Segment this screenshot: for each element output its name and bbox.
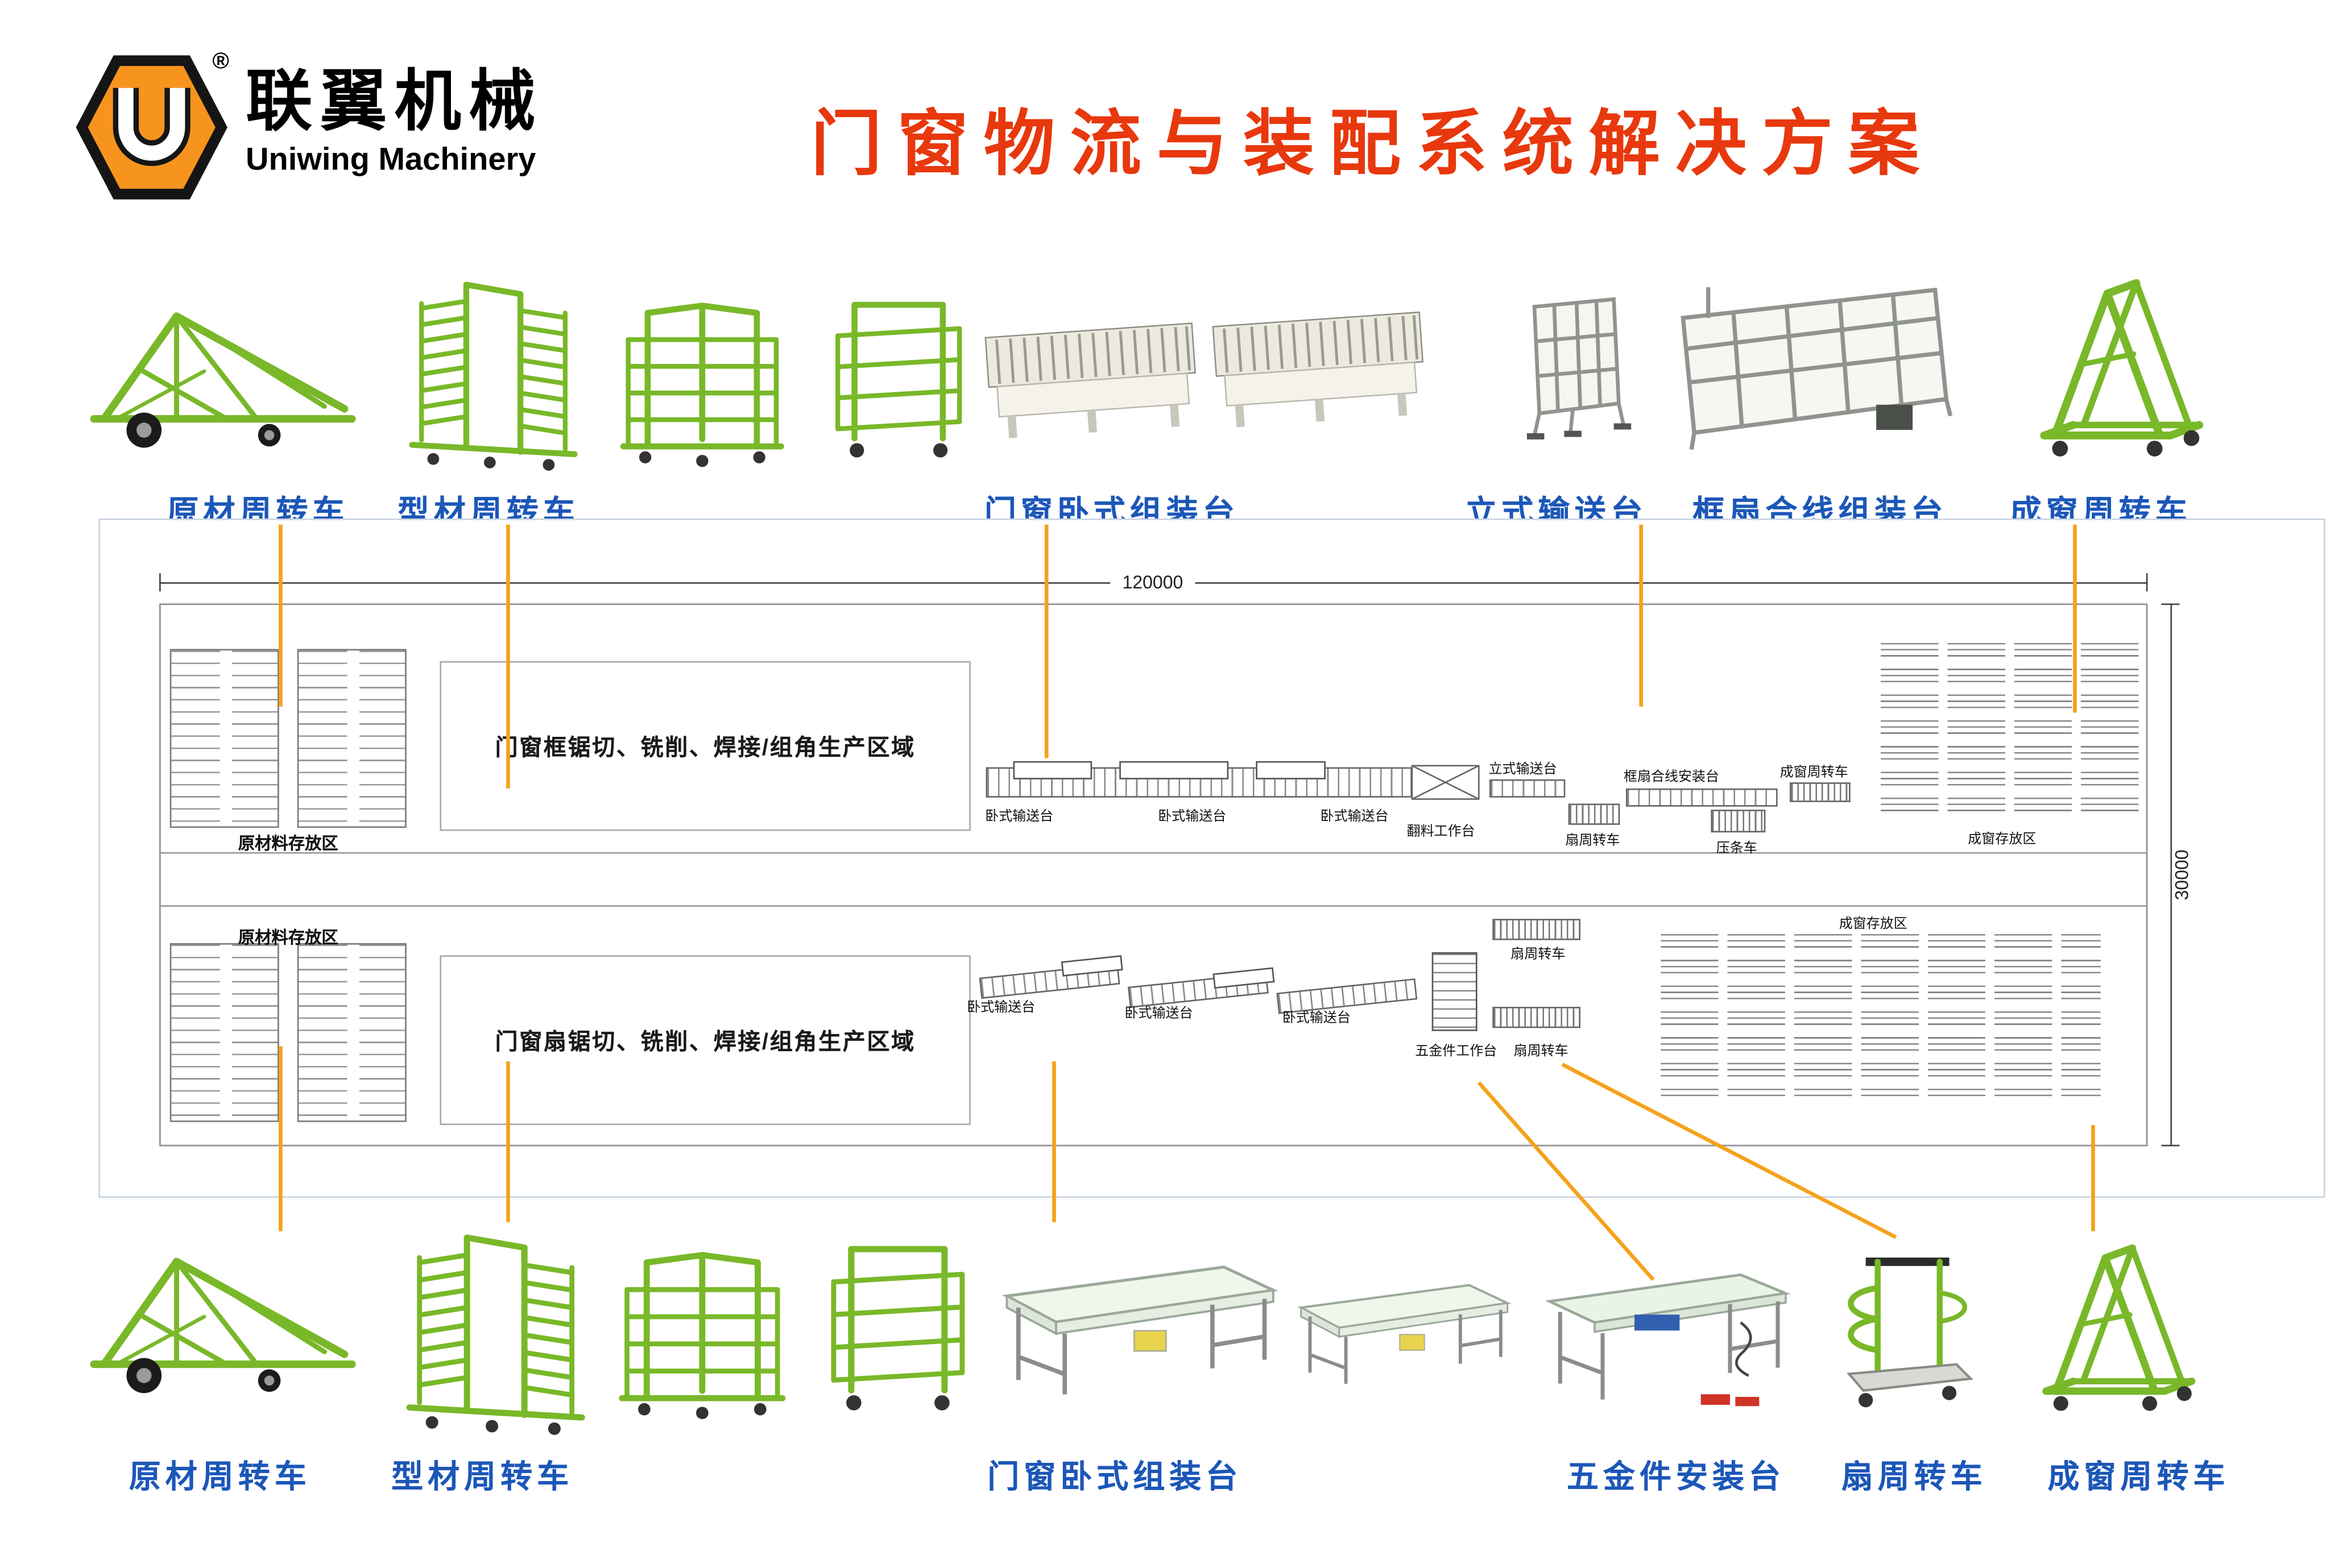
plan-label-sash-cart-bottom: 扇周转车 <box>1513 1043 1568 1059</box>
brand-name-cn: 联翼机械 <box>246 65 543 140</box>
bottom-profile-rack-variant-image <box>603 1241 801 1425</box>
top-profile-rack-variant-image <box>603 291 801 473</box>
bottom-label-hardware-install-bench: 五金件安装台 <box>1567 1460 1786 1495</box>
schematic-sash-cart <box>1568 803 1620 825</box>
schematic-vertical-conveyor <box>1489 779 1566 798</box>
finished-window-storage-grid-bottom <box>1661 934 2101 1098</box>
dimension-height-value: 30000 <box>2171 849 2193 901</box>
raw-storage-rack <box>297 649 407 828</box>
plan-label-conveyor: 卧式输送台 <box>1320 808 1389 824</box>
top-horizontal-assembly-table-image <box>983 288 1438 458</box>
plan-label-frame-sash-install: 框扇合线安装台 <box>1624 769 1720 784</box>
brand-name-en: Uniwing Machinery <box>246 143 536 179</box>
dimension-tick-left <box>159 573 161 592</box>
schematic-flip-worktable <box>1411 765 1480 800</box>
raw-storage-rack <box>169 649 279 828</box>
plan-label-sash-cart: 扇周转车 <box>1565 832 1620 848</box>
finished-window-storage-grid-top <box>1881 642 2139 822</box>
brand-logo-hexagon-u-icon <box>76 55 227 200</box>
bottom-sash-cart-image <box>1823 1241 1982 1420</box>
schematic-finished-window-cart <box>1790 782 1851 802</box>
bottom-hardware-install-bench-image <box>1535 1262 1800 1421</box>
schematic-sash-cart <box>1492 919 1581 940</box>
raw-storage-rack <box>297 943 407 1122</box>
schematic-bead-cart <box>1711 810 1766 833</box>
schematic-frame-on-conveyor <box>1013 761 1092 779</box>
dimension-tick-right <box>2146 573 2148 592</box>
dimension-tick-bottom <box>2161 1144 2180 1147</box>
top-profile-cart-image <box>382 273 602 473</box>
bottom-raw-material-cart-image <box>79 1236 367 1411</box>
bottom-label-sash-cart: 扇周转车 <box>1841 1460 1987 1495</box>
bottom-label-profile-cart: 型材周转车 <box>391 1460 574 1495</box>
plan-label-conveyor: 卧式输送台 <box>1124 1005 1193 1021</box>
raw-storage-label-bottom: 原材料存放区 <box>238 929 338 948</box>
schematic-sash-cart <box>1492 1006 1581 1028</box>
page-title: 门窗物流与装配系统解决方案 <box>810 103 1935 184</box>
raw-storage-label-top: 原材料存放区 <box>238 835 338 854</box>
plan-label-bead-cart: 压条车 <box>1716 840 1757 856</box>
aisle-line-lower <box>159 905 2148 907</box>
plan-label-conveyor: 卧式输送台 <box>985 808 1054 824</box>
schematic-frame-sash-install-table <box>1626 788 1778 807</box>
plan-label-finished-storage-bottom: 成窗存放区 <box>1839 915 1907 931</box>
plan-label-vertical-conveyor: 立式输送台 <box>1488 761 1557 777</box>
dimension-width-value: 120000 <box>1110 571 1195 593</box>
plan-label-finished-storage-top: 成窗存放区 <box>1968 831 2037 847</box>
plan-label-conveyor: 卧式输送台 <box>967 999 1036 1015</box>
plan-label-sash-cart-top: 扇周转车 <box>1510 946 1566 961</box>
frame-production-area-label: 门窗框锯切、铣削、焊接/组角生产区域 <box>495 735 916 761</box>
plan-label-flip-table: 翻料工作台 <box>1406 823 1475 839</box>
plan-label-finished-cart: 成窗周转车 <box>1779 764 1848 779</box>
dimension-tick-top <box>2161 603 2180 605</box>
plan-label-hardware-table: 五金件工作台 <box>1415 1043 1497 1059</box>
top-finished-window-cart-image <box>2005 270 2217 467</box>
raw-storage-rack <box>169 943 279 1122</box>
top-frame-sash-line-machine-image <box>1665 276 1961 458</box>
schematic-frame-on-conveyor <box>1119 761 1229 779</box>
plan-label-conveyor: 卧式输送台 <box>1282 1010 1351 1025</box>
bottom-horizontal-assembly-table-image <box>983 1255 1529 1414</box>
bottom-shelf-cart-image <box>816 1231 980 1421</box>
plan-label-conveyor: 卧式输送台 <box>1158 808 1227 824</box>
top-vertical-conveyor-image <box>1505 280 1641 459</box>
bottom-label-raw-material-cart: 原材周转车 <box>129 1460 311 1495</box>
frame-production-area: 门窗框锯切、铣削、焊接/组角生产区域 <box>440 661 971 831</box>
top-shelf-cart-image <box>819 288 978 467</box>
bottom-profile-cart-image <box>382 1225 607 1437</box>
bottom-finished-window-cart-image <box>1999 1236 2219 1421</box>
sash-production-area-label: 门窗扇锯切、铣削、焊接/组角生产区域 <box>495 1028 916 1055</box>
schematic-frame-on-conveyor <box>1256 761 1326 779</box>
sash-production-area: 门窗扇锯切、铣削、焊接/组角生产区域 <box>440 955 971 1125</box>
schematic-hardware-worktable <box>1431 952 1477 1031</box>
bottom-label-horizontal-assembly-table: 门窗卧式组装台 <box>987 1460 1243 1495</box>
bottom-label-finished-window-cart: 成窗周转车 <box>2047 1460 2230 1495</box>
top-raw-material-cart-image <box>79 288 367 467</box>
registered-trademark: ® <box>212 48 229 74</box>
dimension-line-height <box>2170 603 2172 1147</box>
aisle-line-upper <box>159 852 2148 854</box>
